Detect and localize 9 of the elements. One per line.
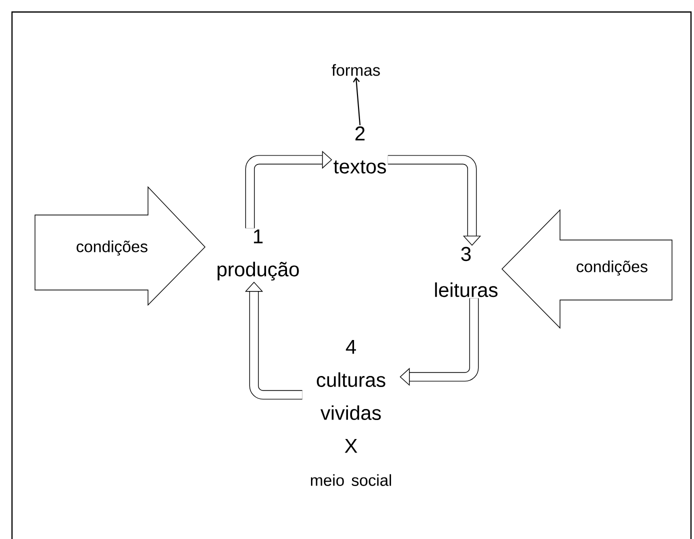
arrow bbox=[352, 77, 361, 126]
text-label: 2 textos bbox=[334, 126, 386, 174]
text-label: 3 leituras bbox=[435, 246, 498, 298]
arrow bbox=[244, 282, 302, 400]
text-label: formas bbox=[332, 64, 380, 76]
text-label: 1 produção bbox=[218, 230, 299, 280]
arrow bbox=[388, 155, 482, 246]
arrow bbox=[400, 298, 479, 386]
text-label: 4 culturas vividas X meio social bbox=[310, 340, 392, 486]
